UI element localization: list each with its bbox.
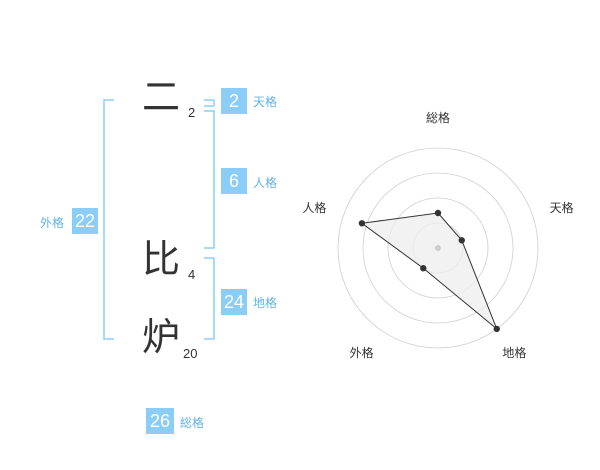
- radar-points: [358, 209, 500, 333]
- radar-point-1: [458, 237, 465, 244]
- radar-ring-3: [362, 172, 514, 324]
- jinkaku-label: 人格: [253, 176, 278, 190]
- name-char-2-strokes: 4: [188, 267, 196, 282]
- chikaku-label: 地格: [253, 296, 278, 310]
- soukaku-badge: 26: [146, 408, 174, 434]
- name-char-1: 二: [142, 75, 181, 119]
- name-char-1-strokes: 2: [188, 105, 196, 120]
- radar-center-dot: [435, 245, 441, 251]
- name-char-3: 炉: [142, 315, 181, 359]
- radar-axis-label-0: 総格: [426, 110, 450, 125]
- chikaku-badge: 24: [221, 289, 247, 315]
- tenkaku-bracket: [204, 99, 215, 107]
- radar-axis-label-1: 天格: [550, 200, 574, 215]
- radar-point-4: [358, 220, 366, 227]
- radar-axis-label-3: 外格: [350, 345, 374, 360]
- tenkaku-label: 天格: [253, 95, 278, 109]
- radar-area: [360, 212, 498, 330]
- jinkaku-bracket: [204, 110, 215, 249]
- name-char-2: 比: [142, 237, 181, 281]
- tenkaku-badge: 2: [221, 88, 247, 114]
- name-char-3-strokes: 20: [183, 346, 198, 361]
- radar-point-0: [434, 209, 442, 217]
- radar-ring-2: [387, 197, 489, 299]
- gaikaku-bracket: [103, 99, 114, 340]
- radar-point-3: [420, 265, 427, 272]
- chikaku-bracket: [204, 257, 215, 340]
- gaikaku-label: 外格: [40, 216, 65, 230]
- radar-point-2: [493, 325, 500, 333]
- radar-ring-4: [337, 147, 539, 349]
- radar-axis-label-4: 人格: [302, 200, 326, 215]
- jinkaku-badge: 6: [221, 168, 247, 194]
- gaikaku-badge: 22: [72, 208, 98, 234]
- radar-axis-label-2: 地格: [502, 345, 526, 360]
- soukaku-label: 総格: [180, 416, 205, 430]
